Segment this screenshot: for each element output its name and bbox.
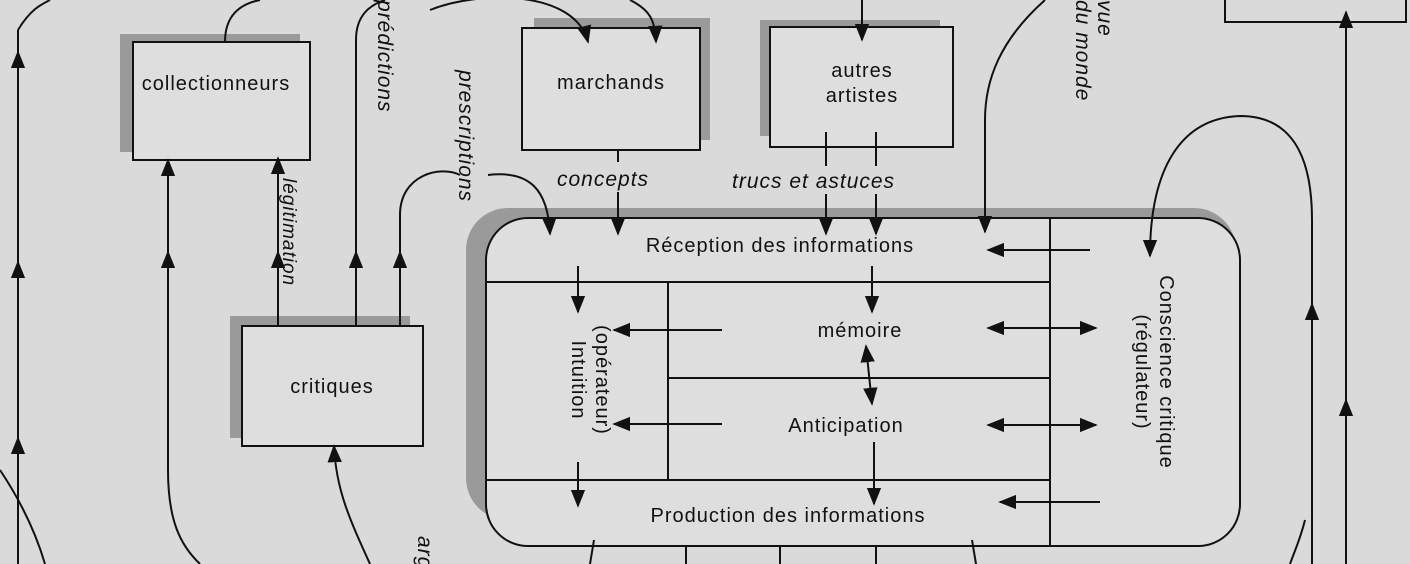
memory-anticipation-arrow — [860, 344, 878, 406]
worldview-label-group: vue du monde — [1071, 0, 1116, 101]
predictions-line — [355, 0, 386, 326]
collectors-incoming-line — [167, 160, 201, 564]
intuition-label: Intuition — [567, 340, 589, 419]
worldview-label-line1: vue — [1093, 0, 1116, 37]
dealers-box — [521, 27, 701, 151]
other-artists-label-line2: artistes — [826, 85, 898, 107]
predictions-label: prédictions — [373, 0, 396, 113]
prescriptions-label: prescriptions — [454, 69, 477, 202]
reception-label: Réception des informations — [646, 235, 914, 257]
dealers-label: marchands — [557, 72, 665, 94]
memory-label: mémoire — [818, 320, 903, 342]
conscience-loop-arrow — [1142, 114, 1313, 564]
critics-box — [241, 325, 424, 447]
anticipation-label: Anticipation — [788, 415, 903, 437]
output-line-1 — [589, 539, 595, 564]
worldview-arrow — [977, 0, 1046, 234]
collectors-box — [132, 41, 311, 161]
left-edge-curve — [17, 0, 51, 31]
prescriptions-line-right — [487, 173, 557, 236]
tricks-label: trucs et astuces — [732, 170, 895, 193]
conscience-label: Conscience critique — [1155, 275, 1177, 469]
intuition-label-group: Intuition (opérateur) — [567, 325, 613, 435]
collectors-label: collectionneurs — [142, 73, 290, 95]
critics-incoming-arrow — [327, 444, 371, 564]
concepts-label: concepts — [557, 168, 649, 191]
dealers-incoming-arrow-1 — [429, 0, 592, 44]
intuition-sublabel: (opérateur) — [591, 325, 613, 435]
prescriptions-line-left — [399, 170, 461, 326]
output-line-5 — [971, 539, 977, 564]
legitimation-label-group: légitimation — [278, 178, 299, 286]
collectors-top-curve — [224, 0, 261, 43]
cut-bottom-label: arg — [413, 536, 436, 564]
conscience-sublabel: (régulateur) — [1131, 314, 1153, 429]
right-bottom-curve — [1289, 519, 1306, 564]
other-artists-label-line1: autres — [831, 60, 893, 82]
legitimation-label: légitimation — [278, 178, 299, 286]
critics-label: critiques — [290, 376, 373, 398]
top-right-box-fragment — [1224, 0, 1407, 23]
worldview-label-line2: du monde — [1071, 0, 1094, 101]
left-bottom-curve — [0, 469, 46, 564]
cut-label-group: arg — [413, 536, 436, 564]
dealers-incoming-arrow-2 — [629, 0, 663, 44]
predictions-label-group: prédictions — [373, 0, 396, 113]
production-label: Production des informations — [651, 505, 926, 527]
conscience-label-group: Conscience critique (régulateur) — [1131, 275, 1177, 469]
prescriptions-label-group: prescriptions — [454, 69, 477, 202]
